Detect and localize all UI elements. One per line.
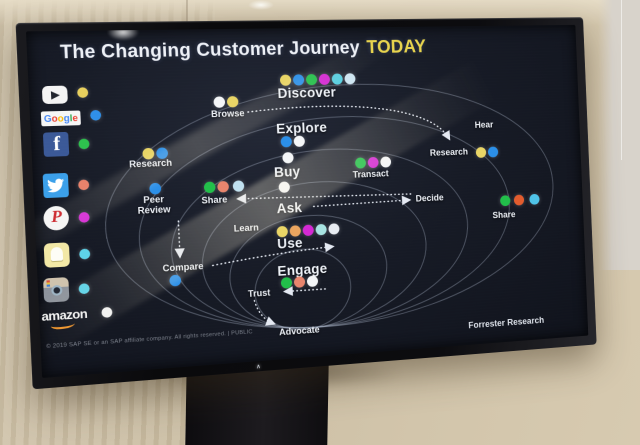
label-ask: Ask [276, 199, 303, 217]
slide-title-main: The Changing Customer Journey [59, 37, 361, 63]
channel-dot [101, 306, 113, 318]
wall-corner-line [186, 0, 188, 38]
label-engage: Engage [277, 260, 328, 279]
channel-dot [77, 178, 90, 190]
label-trust: Trust [247, 287, 271, 299]
channel-pinterest: P [43, 205, 90, 231]
google-icon: Google [40, 110, 81, 127]
youtube-play-glyph [50, 90, 61, 100]
label-explore: Explore [275, 119, 328, 137]
channel-google: Google [40, 106, 102, 127]
label-use: Use [276, 235, 304, 252]
orbit-ellipse [161, 135, 476, 347]
label-research-left: Research [128, 157, 173, 170]
instagram-stripe [46, 280, 51, 287]
channel-instagram [43, 276, 90, 303]
channel-dot [77, 87, 89, 98]
amazon-icon: amazon [41, 306, 92, 330]
label-learn: Learn [233, 222, 259, 234]
label-research-right: Research [429, 146, 469, 158]
twitter-bird-glyph [46, 178, 65, 193]
youtube-icon [41, 85, 68, 105]
snapchat-ghost-glyph [50, 246, 64, 262]
label-decide: Decide [415, 192, 444, 204]
label-buy: Buy [273, 163, 301, 181]
channel-youtube [41, 82, 89, 105]
wall-right-edge [621, 0, 622, 160]
channel-twitter [42, 172, 90, 199]
instagram-icon [43, 277, 70, 303]
pinterest-icon: P [43, 205, 70, 231]
instagram-lens [50, 284, 63, 297]
flow-arrow-engage-to-trust [285, 289, 325, 292]
label-hear: Hear [474, 119, 494, 130]
snapchat-icon [43, 242, 71, 268]
channel-snapchat [43, 241, 91, 268]
label-share-left: Share [201, 194, 228, 206]
flow-arrow-ask-to-decide [314, 200, 410, 207]
google-wordmark: Google [43, 112, 79, 124]
facebook-icon: f [42, 131, 70, 157]
label-discover: Discover [277, 84, 337, 102]
flow-arrow-peer-review-to-compare [178, 221, 180, 256]
label-peer-review: Peer Review [137, 193, 171, 216]
slide-title-highlight: TODAY [366, 36, 427, 58]
channel-dot [78, 138, 90, 149]
channel-dot [78, 282, 90, 294]
twitter-icon [42, 172, 69, 199]
label-browse: Browse [210, 108, 245, 120]
channel-facebook: f [42, 131, 90, 157]
ceiling-light-spot [248, 0, 274, 10]
tv-indicator: ∧ [256, 364, 261, 371]
facebook-f-glyph: f [52, 133, 61, 156]
wall-right-panel [598, 0, 640, 270]
label-share-right: Share [492, 209, 516, 221]
channel-dot [79, 248, 91, 260]
label-transact: Transact [352, 168, 389, 180]
pinterest-p-glyph: P [50, 207, 63, 227]
channel-dot [78, 211, 90, 223]
channel-dot [90, 109, 102, 121]
